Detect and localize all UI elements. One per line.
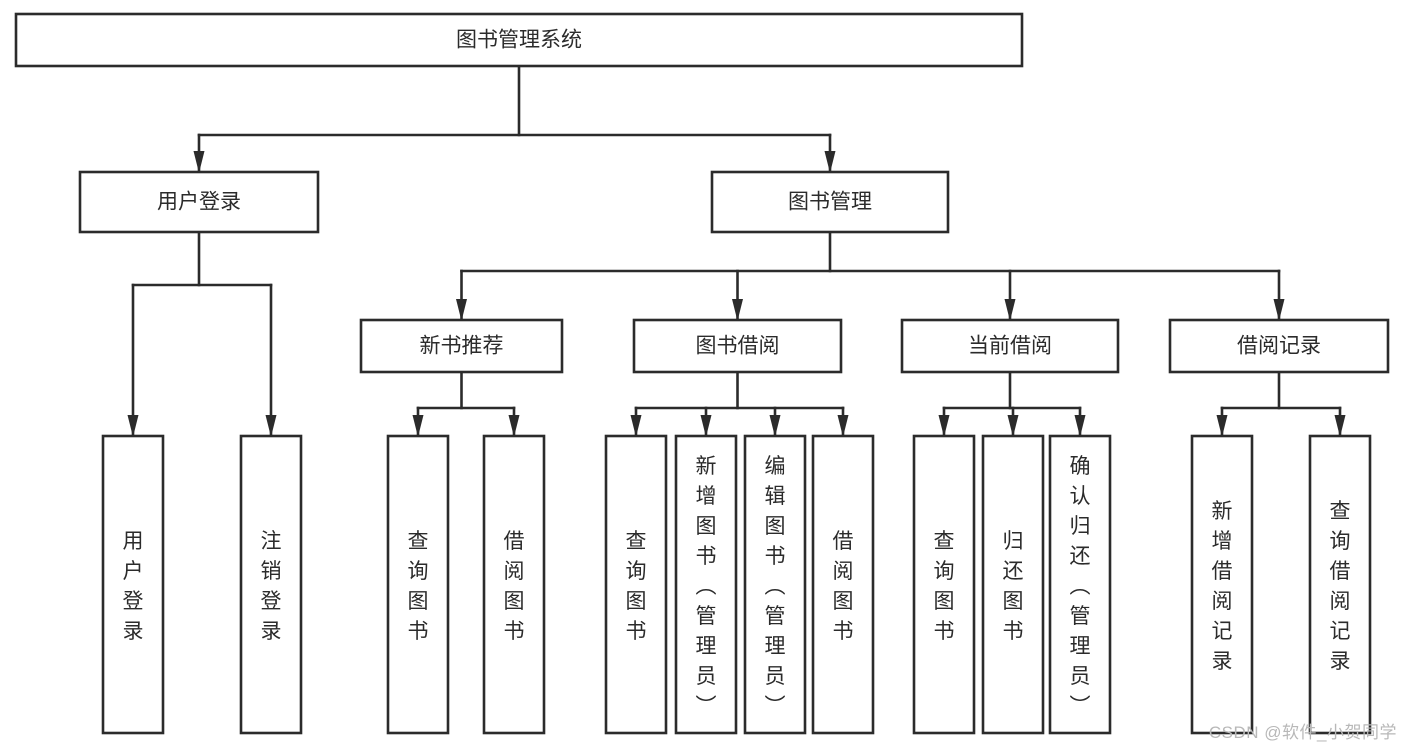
edge-group-book-manage — [456, 230, 1285, 321]
node-box-book-manage[interactable] — [710, 170, 950, 234]
node-label-leaf-add-book: 新增图书︵管理员︶ — [696, 455, 717, 718]
edge-arrowhead — [1216, 415, 1228, 437]
edges-layer — [127, 64, 1346, 437]
edge-arrowhead — [456, 299, 467, 321]
edge-arrowhead — [1004, 299, 1016, 321]
node-box-current-borrow[interactable] — [900, 318, 1120, 374]
edge-arrowhead — [938, 415, 950, 437]
node-box-leaf-query-book-1[interactable] — [386, 434, 450, 735]
edge-arrowhead — [732, 299, 743, 321]
node-label-leaf-return-book: 归还图书 — [1003, 530, 1024, 643]
edge-group-root — [193, 64, 836, 173]
node-label-leaf-query-book-3: 查询图书 — [934, 530, 955, 643]
node-label-leaf-borrow-book-1: 借阅图书 — [504, 530, 525, 643]
node-box-root[interactable] — [14, 12, 1024, 68]
nodes-layer: 图书管理系统用户登录图书管理新书推荐图书借阅当前借阅借阅记录用户登录注销登录查询… — [14, 12, 1390, 735]
edge-group-current-borrow — [938, 370, 1086, 437]
node-label-leaf-query-record: 查询借阅记录 — [1330, 500, 1351, 673]
node-box-borrow-record[interactable] — [1168, 318, 1390, 374]
node-box-leaf-add-book[interactable] — [674, 434, 738, 735]
node-label-user-login: 用户登录 — [157, 191, 241, 214]
node-new-book-recommend[interactable]: 新书推荐 — [359, 318, 564, 374]
edge-arrowhead — [837, 415, 849, 437]
node-leaf-add-book[interactable]: 新增图书︵管理员︶ — [674, 434, 738, 735]
node-leaf-confirm-return[interactable]: 确认归还︵管理员︶ — [1048, 434, 1112, 735]
edge-arrowhead — [193, 151, 205, 173]
node-box-leaf-confirm-return[interactable] — [1048, 434, 1112, 735]
node-label-leaf-add-record: 新增借阅记录 — [1212, 500, 1233, 673]
edge-arrowhead — [630, 415, 642, 437]
node-label-leaf-query-book-1: 查询图书 — [408, 530, 429, 643]
node-leaf-borrow-book-2[interactable]: 借阅图书 — [811, 434, 875, 735]
node-borrow-record[interactable]: 借阅记录 — [1168, 318, 1390, 374]
node-box-leaf-user-login[interactable] — [101, 434, 165, 735]
edge-group-book-borrow — [630, 370, 849, 437]
node-box-leaf-user-logout[interactable] — [239, 434, 303, 735]
node-box-leaf-borrow-book-2[interactable] — [811, 434, 875, 735]
node-leaf-borrow-book-1[interactable]: 借阅图书 — [482, 434, 546, 735]
edge-group-new-book-recommend — [412, 370, 520, 437]
node-box-leaf-borrow-book-1[interactable] — [482, 434, 546, 735]
node-leaf-query-book-1[interactable]: 查询图书 — [386, 434, 450, 735]
node-leaf-edit-book[interactable]: 编辑图书︵管理员︶ — [743, 434, 807, 735]
node-label-leaf-user-logout: 注销登录 — [261, 530, 282, 643]
node-label-root: 图书管理系统 — [456, 29, 582, 52]
node-box-leaf-edit-book[interactable] — [743, 434, 807, 735]
node-box-leaf-query-book-3[interactable] — [912, 434, 976, 735]
edge-arrowhead — [1007, 415, 1019, 437]
node-label-leaf-query-book-2: 查询图书 — [626, 530, 647, 643]
node-box-new-book-recommend[interactable] — [359, 318, 564, 374]
node-book-borrow[interactable]: 图书借阅 — [632, 318, 843, 374]
edge-arrowhead — [412, 415, 424, 437]
edge-arrowhead — [769, 415, 781, 437]
node-box-leaf-query-record[interactable] — [1308, 434, 1372, 735]
edge-arrowhead — [1074, 415, 1086, 437]
node-label-leaf-user-login: 用户登录 — [123, 530, 144, 643]
node-book-manage[interactable]: 图书管理 — [710, 170, 950, 234]
node-leaf-query-record[interactable]: 查询借阅记录 — [1308, 434, 1372, 735]
node-label-leaf-confirm-return: 确认归还︵管理员︶ — [1070, 455, 1091, 718]
node-leaf-query-book-3[interactable]: 查询图书 — [912, 434, 976, 735]
edge-arrowhead — [824, 151, 836, 173]
node-leaf-add-record[interactable]: 新增借阅记录 — [1190, 434, 1254, 735]
node-box-book-borrow[interactable] — [632, 318, 843, 374]
edge-group-borrow-record — [1216, 370, 1346, 437]
edge-arrowhead — [265, 415, 277, 437]
node-user-login[interactable]: 用户登录 — [78, 170, 320, 234]
edge-arrowhead — [1334, 415, 1346, 437]
node-box-leaf-add-record[interactable] — [1190, 434, 1254, 735]
node-box-leaf-return-book[interactable] — [981, 434, 1045, 735]
edge-arrowhead — [700, 415, 712, 437]
node-root[interactable]: 图书管理系统 — [14, 12, 1024, 68]
node-box-leaf-query-book-2[interactable] — [604, 434, 668, 735]
node-current-borrow[interactable]: 当前借阅 — [900, 318, 1120, 374]
node-label-new-book-recommend: 新书推荐 — [420, 335, 504, 358]
node-leaf-user-login[interactable]: 用户登录 — [101, 434, 165, 735]
node-label-leaf-borrow-book-2: 借阅图书 — [833, 530, 854, 643]
edge-group-user-login — [127, 230, 277, 437]
node-label-leaf-edit-book: 编辑图书︵管理员︶ — [765, 455, 786, 718]
node-label-book-borrow: 图书借阅 — [696, 335, 780, 358]
node-leaf-query-book-2[interactable]: 查询图书 — [604, 434, 668, 735]
node-label-current-borrow: 当前借阅 — [968, 335, 1052, 358]
node-leaf-user-logout[interactable]: 注销登录 — [239, 434, 303, 735]
edge-arrowhead — [127, 415, 139, 437]
edge-arrowhead — [508, 415, 520, 437]
node-box-user-login[interactable] — [78, 170, 320, 234]
node-leaf-return-book[interactable]: 归还图书 — [981, 434, 1045, 735]
node-label-book-manage: 图书管理 — [788, 191, 872, 214]
node-label-borrow-record: 借阅记录 — [1237, 335, 1321, 358]
edge-arrowhead — [1273, 299, 1285, 321]
